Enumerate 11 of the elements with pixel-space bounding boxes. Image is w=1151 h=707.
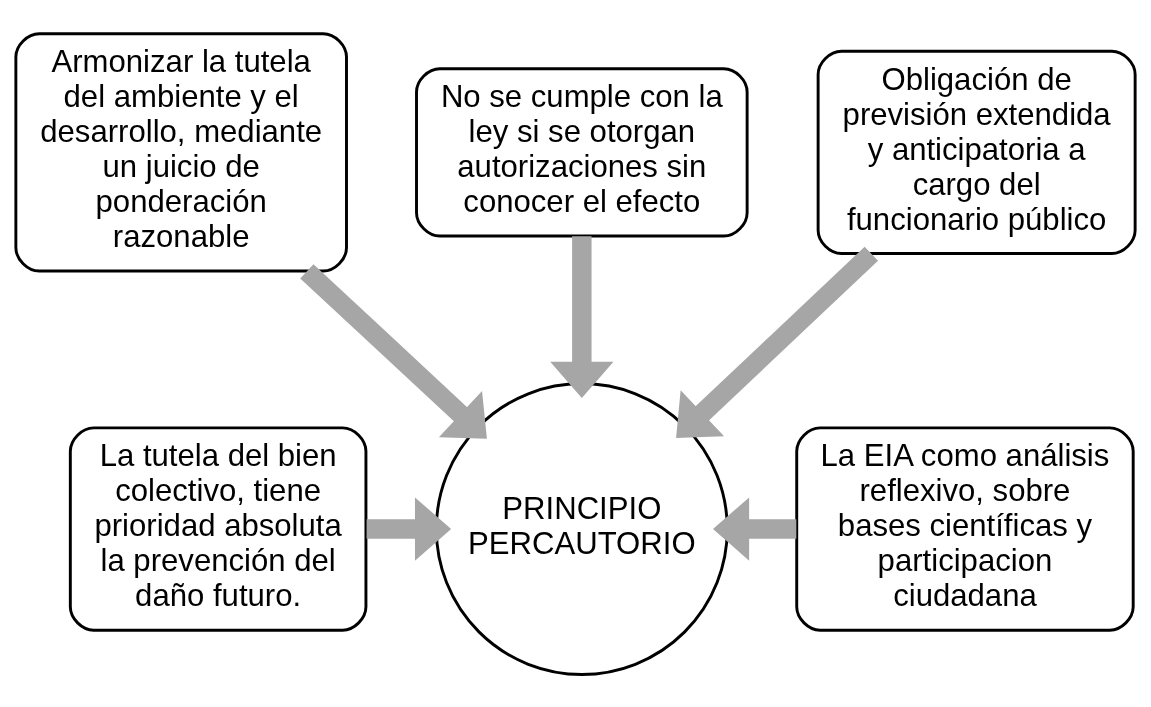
node-circle: PRINCIPIO PERCAUTORIO [434, 381, 729, 676]
node-box: Obligación de previsión extendida y anticipatoria a cargo del funcionario público [816, 49, 1137, 255]
node-box: La tutela del bien colectivo, tiene prioridad absoluta la prevención del daño futuro. [68, 425, 368, 632]
node-box: No se cumple con la ley si se otorgan autorizaciones sin conocer el efecto [415, 66, 749, 237]
arrow [366, 496, 452, 561]
node-box: Armonizar la tutela del ambiente y el desarrollo, mediante un juicio de ponderación razonable [14, 31, 348, 272]
node-box: La EIA como análisis reflexivo, sobre bases científicas y participacion ciudadana [795, 425, 1135, 632]
arrow [676, 246, 879, 438]
arrow [550, 235, 614, 398]
arrow [300, 263, 487, 439]
arrow [712, 496, 797, 561]
